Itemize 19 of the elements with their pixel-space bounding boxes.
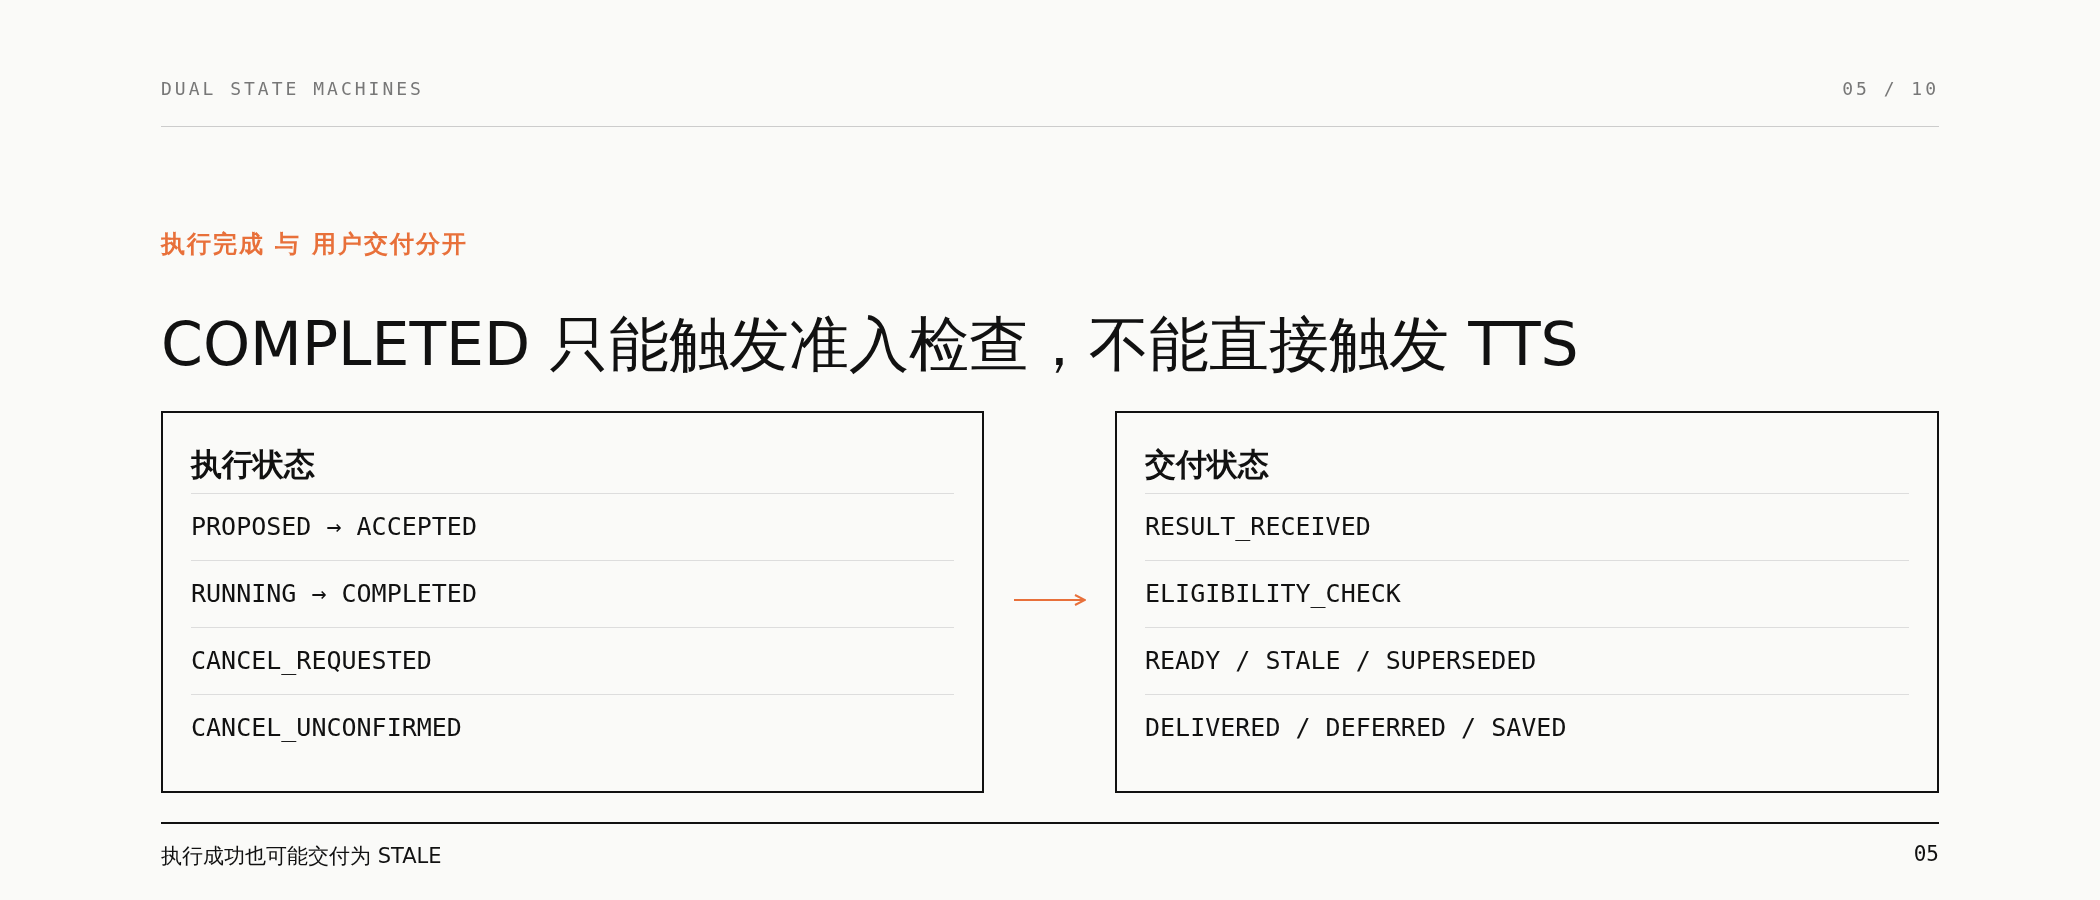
state-text: ELIGIBILITY_CHECK xyxy=(1145,560,1909,627)
slide-title: COMPLETED 只能触发准入检查，不能直接触发 TTS xyxy=(161,308,1579,381)
page-number: 05 xyxy=(1913,842,1939,866)
arrow xyxy=(1013,594,1086,606)
header-text: DUAL STATE MACHINES xyxy=(161,78,424,99)
panel-heading: 交付状态 xyxy=(1145,445,1269,484)
footer-note: 执行成功也可能交付为 STALE xyxy=(161,843,442,870)
state-text: PROPOSED → ACCEPTED xyxy=(191,493,954,560)
state-text: RESULT_RECEIVED xyxy=(1145,493,1909,560)
state-panel xyxy=(1115,411,1939,793)
state-text: CANCEL_REQUESTED xyxy=(191,627,954,694)
state-text: DELIVERED / DEFERRED / SAVED xyxy=(1145,694,1909,761)
state-panel xyxy=(161,411,984,793)
kicker-text: 执行完成 与 用户交付分开 xyxy=(161,229,468,260)
panel-heading: 执行状态 xyxy=(191,445,315,484)
page-counter: 05 / 10 xyxy=(1842,78,1939,99)
state-text: CANCEL_UNCONFIRMED xyxy=(191,694,954,761)
state-text: RUNNING → COMPLETED xyxy=(191,560,954,627)
state-text: READY / STALE / SUPERSEDED xyxy=(1145,627,1909,694)
